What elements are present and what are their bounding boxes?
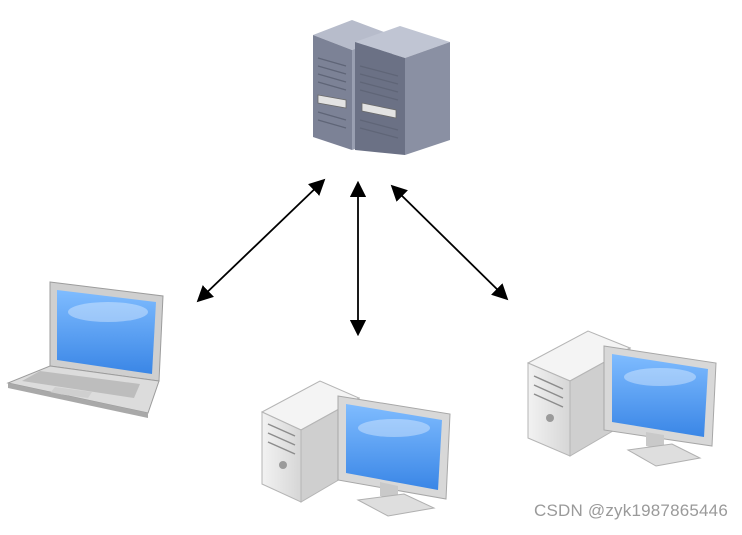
arrow-server-laptop	[196, 178, 326, 303]
desktop-computer-icon	[260, 380, 451, 517]
laptop-icon	[6, 281, 164, 418]
server-rack-icon	[313, 20, 450, 155]
watermark-text: CSDN @zyk1987865446	[534, 501, 728, 520]
connection-arrows	[196, 178, 509, 337]
desktop-computer-icon	[526, 330, 717, 467]
arrow-server-desktop-right	[390, 184, 509, 301]
